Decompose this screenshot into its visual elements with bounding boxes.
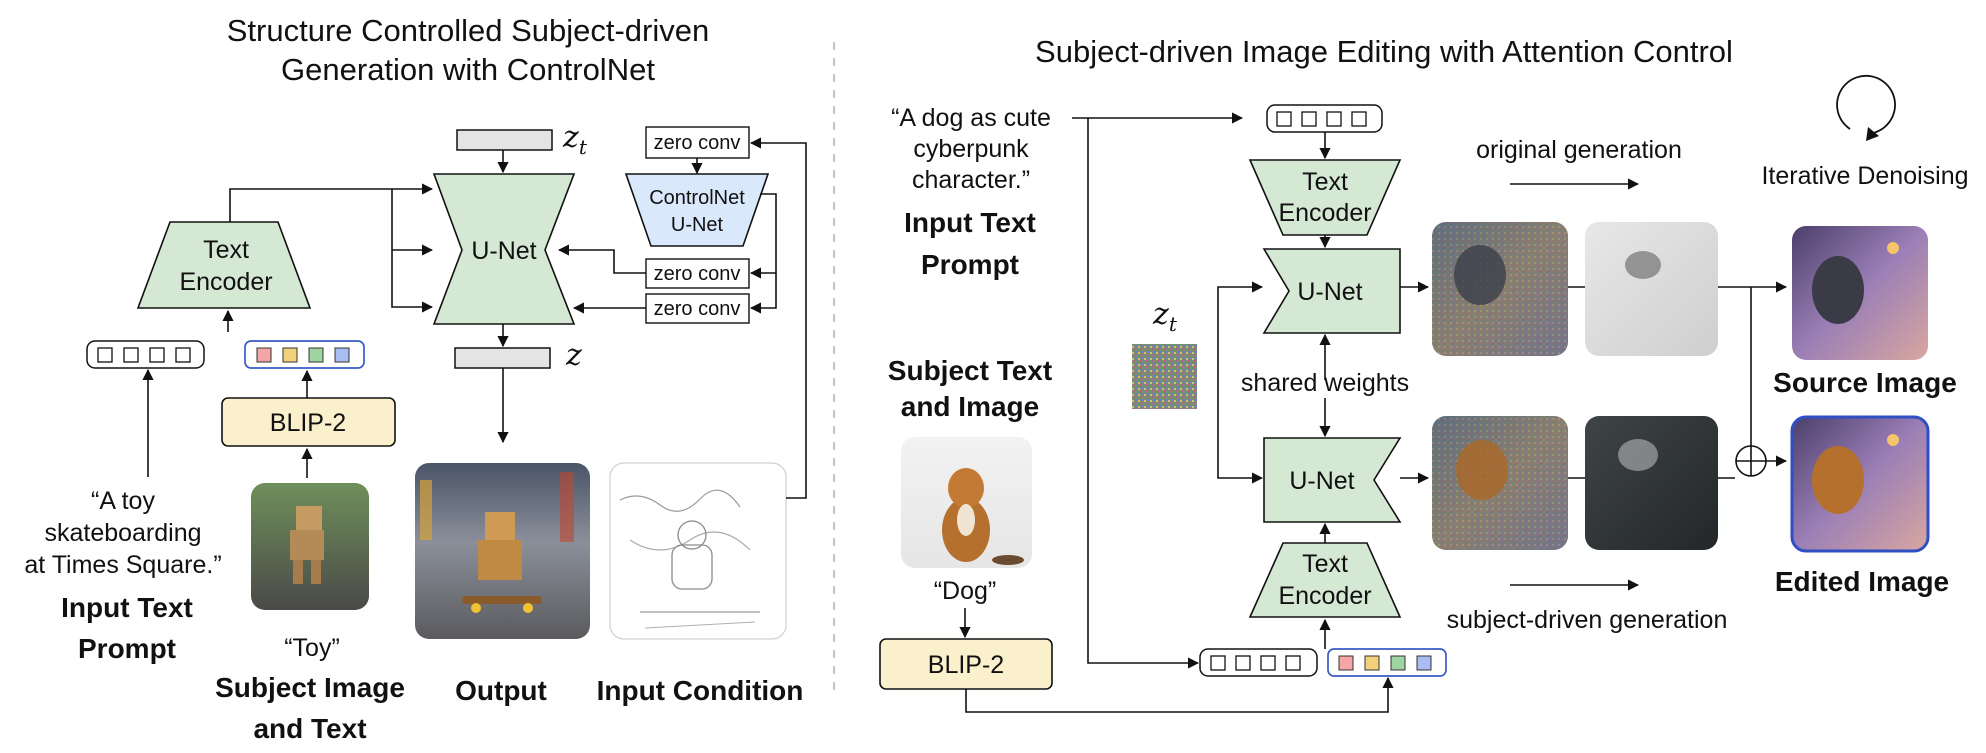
left-text-encoder-line1: Text (203, 236, 249, 264)
controlnet-line2: U-Net (671, 214, 724, 236)
left-title-line2: Generation with ControlNet (281, 52, 655, 87)
left-text-encoder-line2: Encoder (179, 268, 272, 296)
left-prompt-line2: skateboarding (44, 519, 201, 547)
right-top-text-encoder-line1: Text (1302, 168, 1348, 196)
right-prompt-line3: character.” (912, 166, 1030, 194)
right-subject-title-line1: Subject Text (888, 355, 1052, 386)
right-prompt-line1: “A dog as cute (891, 104, 1051, 132)
source-image (1792, 226, 1928, 360)
subject-driven-generation-label: subject-driven generation (1447, 606, 1728, 634)
left-unet-block (432, 173, 576, 325)
controlnet-block (624, 173, 770, 247)
right-input-text-prompt-line1: Input Text (904, 207, 1036, 238)
edited-image (1790, 415, 1930, 553)
right-zt-label: zt (1152, 297, 1178, 336)
left-unet-label: U-Net (471, 237, 536, 265)
output-caption: Output (455, 675, 547, 706)
right-bottom-unet-label: U-Net (1289, 467, 1354, 495)
edited-image-caption: Edited Image (1775, 566, 1949, 597)
controlnet-line1: ControlNet (649, 187, 745, 209)
left-prompt-line3: at Times Square.” (24, 551, 221, 579)
shared-weights-label: shared weights (1241, 369, 1409, 397)
original-noisy-image (1432, 222, 1568, 356)
right-subject-title-line2: and Image (901, 391, 1039, 422)
right-top-unet (1262, 248, 1401, 334)
right-bottom-unet (1263, 437, 1402, 523)
dog-subject-image (901, 437, 1032, 568)
left-blip2-block (221, 397, 396, 447)
left-subject-quote: “Toy” (284, 634, 340, 662)
zero-conv-mid (645, 258, 750, 289)
right-input-text-prompt-line2: Prompt (921, 249, 1019, 280)
output-image (415, 463, 590, 639)
subject-noisy-image (1432, 416, 1568, 550)
latent-zt-bar (456, 129, 553, 151)
latent-zt-label: zt (562, 120, 588, 159)
left-input-text-prompt-line2: Prompt (78, 633, 176, 664)
iterative-denoising-icon (1836, 74, 1896, 141)
original-attention-image (1585, 222, 1718, 356)
right-top-text-encoder-line2: Encoder (1278, 199, 1371, 227)
latent-z-bar (454, 347, 551, 369)
noise-latent-image (1132, 344, 1197, 409)
source-image-caption: Source Image (1773, 367, 1957, 398)
left-text-token-row (86, 340, 205, 369)
zero-conv-mid-label: zero conv (654, 263, 741, 285)
zero-conv-top-label: zero conv (654, 132, 741, 154)
left-title-line1: Structure Controlled Subject-driven (227, 13, 709, 48)
left-subject-caption-line2: and Text (253, 713, 366, 744)
left-prompt-line1: “A toy (91, 487, 155, 515)
latent-z-label: z (565, 338, 582, 373)
right-blip2-label: BLIP-2 (928, 651, 1004, 679)
left-subject-token-row (244, 340, 365, 369)
right-bottom-text-encoder-line1: Text (1302, 550, 1348, 578)
zero-conv-bottom-label: zero conv (654, 298, 741, 320)
input-condition-image (609, 462, 787, 640)
input-condition-caption: Input Condition (597, 675, 804, 706)
right-top-text-encoder (1248, 159, 1402, 236)
right-subject-quote: “Dog” (934, 577, 997, 605)
right-bottom-text-encoder-line2: Encoder (1278, 582, 1371, 610)
left-text-encoder-block (136, 221, 312, 309)
toy-subject-image (251, 483, 369, 610)
right-top-unet-label: U-Net (1297, 278, 1362, 306)
zero-conv-bottom (645, 293, 750, 324)
left-subject-caption-line1: Subject Image (215, 672, 405, 703)
right-title: Subject-driven Image Editing with Attent… (1035, 34, 1733, 69)
original-generation-label: original generation (1476, 136, 1682, 164)
left-input-text-prompt-line1: Input Text (61, 592, 193, 623)
right-prompt-line2: cyberpunk (913, 135, 1029, 163)
right-bottom-text-encoder (1248, 542, 1402, 618)
subject-attention-image (1585, 416, 1718, 550)
left-blip2-label: BLIP-2 (270, 409, 346, 437)
iterative-denoising-label: Iterative Denoising (1761, 162, 1968, 190)
